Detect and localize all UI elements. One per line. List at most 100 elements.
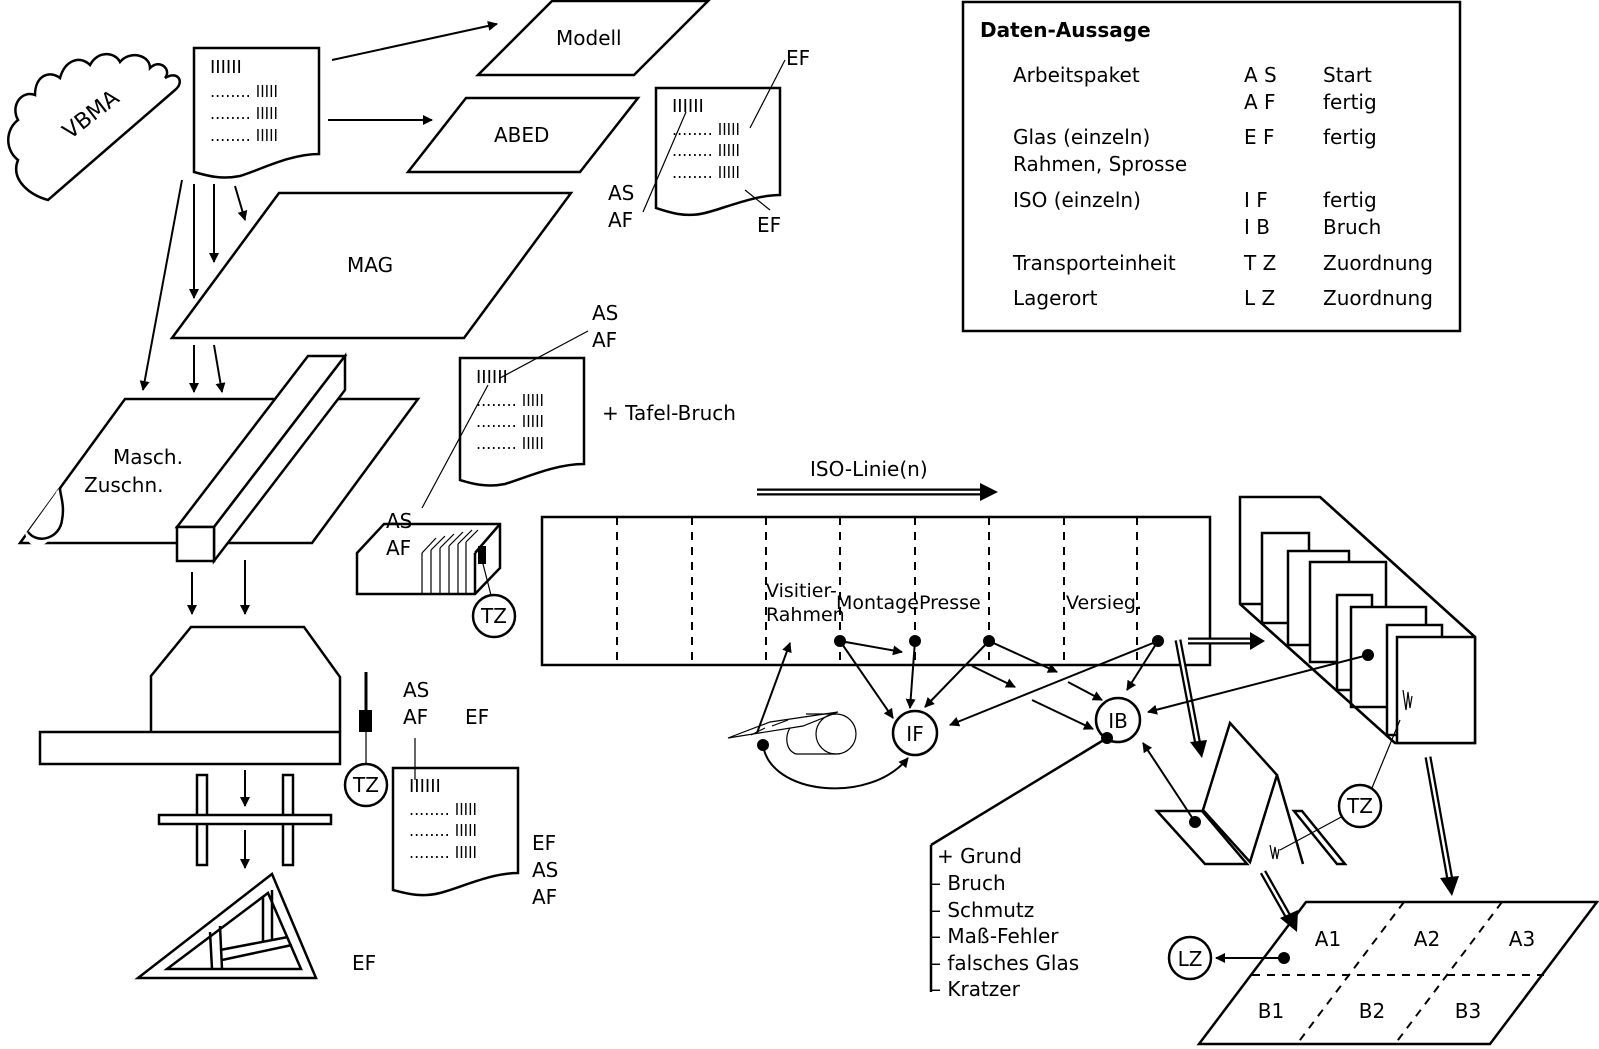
if-circle (891, 709, 939, 757)
arrow-to-modell (331, 21, 498, 61)
breakage-reasons: + Grund – Bruch – Schmutz – Maß-Fehler –… (929, 736, 1108, 1001)
legend-box: Daten-Aussage Arbeitspaket A S A F Start… (961, 0, 1462, 333)
reason-header: + Grund (937, 844, 1022, 868)
tafel-bruch-label: + Tafel-Bruch (602, 401, 736, 425)
station-label: Versieg. (1066, 592, 1142, 614)
legend-code: L Z (1244, 286, 1275, 310)
legend-meaning: Zuordnung (1323, 286, 1433, 310)
abed-node: ABED (405, 96, 641, 174)
doc-row: ........ lllll (672, 141, 740, 160)
glass-rack: TZ AS AF (355, 509, 517, 639)
legend-code: A S (1244, 63, 1277, 87)
arrow-to-masch (139, 179, 183, 391)
arrow-mag-to-masch (213, 344, 226, 393)
cutting-machine: Masch. Zuschn. (17, 352, 421, 565)
storage-cell: A3 (1509, 927, 1535, 951)
legend-meaning: Start (1323, 63, 1372, 87)
reason-item: – Kratzer (931, 977, 1021, 1001)
document-tafel: IIIIII ........ lllll ........ lllll ...… (421, 301, 736, 509)
storage-grid: A1 A2 A3 B1 B2 B3 LZ (1167, 900, 1599, 1046)
doc-bars: IIIIII (210, 57, 242, 78)
legend-item: ISO (einzeln) (1013, 188, 1141, 212)
if-label: IF (906, 722, 923, 746)
legend-code: A F (1244, 90, 1276, 114)
modell-label: Modell (556, 26, 622, 50)
frame-rack (157, 773, 333, 867)
ef-label: EF (352, 951, 376, 975)
legend-item: Arbeitspaket (1013, 63, 1140, 87)
reason-item: – falsches Glas (931, 951, 1079, 975)
ef-label: EF (465, 705, 489, 729)
station-label: Presse (919, 592, 981, 614)
storage-cell: B3 (1455, 999, 1481, 1023)
doc-row: ........ lllll (409, 843, 477, 862)
ef-label: EF (786, 46, 810, 70)
legend-item: Rahmen, Sprosse (1013, 152, 1187, 176)
legend-code: I F (1244, 188, 1268, 212)
doc-row: ........ lllll (210, 104, 278, 123)
station-label: Visitier- (766, 580, 837, 602)
doc-bars: IIIIII (476, 367, 508, 388)
doc-bars: IIIIII (672, 96, 704, 117)
as-label: AS (403, 678, 429, 702)
legend-item: Glas (einzeln) (1013, 125, 1150, 149)
modell-node: Modell (474, 0, 711, 77)
legend-meaning: fertig (1323, 188, 1377, 212)
legend-code: T Z (1243, 251, 1276, 275)
doc-row: ........ lllll (409, 821, 477, 840)
doc-row: ........ lllll (672, 163, 740, 182)
doc-row: ........ lllll (476, 391, 544, 410)
reason-item: – Schmutz (931, 898, 1034, 922)
legend-meaning: Bruch (1323, 215, 1381, 239)
af-label: AF (403, 705, 428, 729)
as-label: AS (386, 509, 412, 533)
af-label: AF (532, 885, 557, 909)
legend-title: Daten-Aussage (980, 18, 1151, 42)
vbma-label: VBMA (58, 86, 124, 145)
as-label: AS (608, 181, 634, 205)
legend-frame (961, 0, 1462, 333)
tz-circle (343, 762, 389, 808)
doc-row: ........ lllll (672, 120, 740, 139)
tz-label: TZ (352, 773, 379, 797)
lz-label: LZ (1178, 947, 1203, 971)
af-label: AF (386, 536, 411, 560)
document-abed: IIIIII ........ lllll ........ lllll ...… (608, 46, 810, 237)
storage-cell: A1 (1315, 927, 1341, 951)
masch-label: Zuschn. (84, 473, 164, 497)
triangular-frame: EF (134, 872, 376, 980)
as-label: AS (532, 858, 558, 882)
reason-item: – Maß-Fehler (931, 924, 1059, 948)
masch-label: Masch. (113, 445, 183, 469)
transport-rack (1147, 495, 1477, 745)
mag-label: MAG (347, 253, 393, 277)
af-label: AF (592, 328, 617, 352)
storage-cell: A2 (1414, 927, 1440, 951)
doc-row: ........ lllll (210, 126, 278, 145)
cloud-shape (7, 52, 181, 202)
station-label: Montage (836, 592, 919, 614)
legend-item: Lagerort (1013, 286, 1098, 310)
iso-line-conveyor: Visitier- Rahmen Montage Presse Versieg. (540, 515, 1212, 667)
abed-label: ABED (494, 123, 549, 147)
doc-row: ........ lllll (476, 412, 544, 431)
tz-label: TZ (1346, 794, 1373, 818)
legend-code: I B (1244, 215, 1270, 239)
doc-row: ........ lllll (409, 800, 477, 819)
mag-node: MAG (169, 191, 574, 340)
af-label: AF (608, 208, 633, 232)
tz-label: TZ (480, 604, 507, 628)
doc-row: ........ lllll (476, 434, 544, 453)
ef-label: EF (757, 213, 781, 237)
legend-meaning: fertig (1323, 90, 1377, 114)
arrow-to-mag (234, 185, 248, 221)
legend-item: Transporteinheit (1012, 251, 1176, 275)
station-label: Rahmen (766, 604, 845, 626)
doc-row: ........ lllll (210, 82, 278, 101)
legend-meaning: Zuordnung (1323, 251, 1433, 275)
document-vbma: IIIIII ........ lllll ........ lllll ...… (192, 46, 321, 179)
storage-cell: B2 (1359, 999, 1385, 1023)
vbma-cloud: VBMA (7, 52, 181, 202)
ef-label: EF (532, 831, 556, 855)
